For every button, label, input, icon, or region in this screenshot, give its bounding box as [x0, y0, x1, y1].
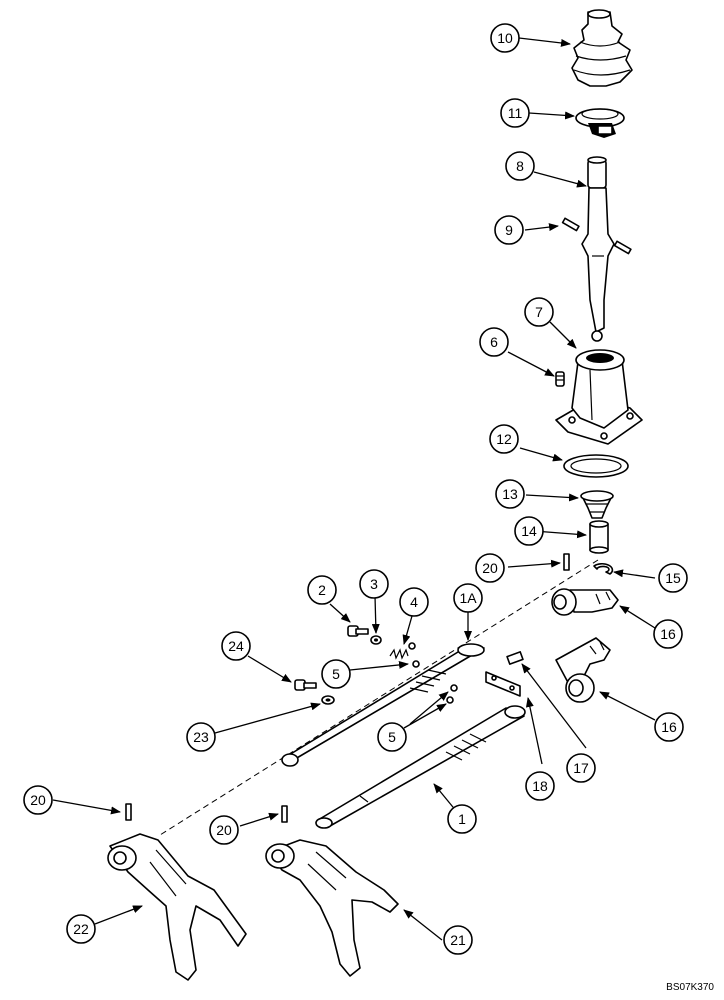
washer-part-3	[370, 635, 382, 645]
detent-screw-part	[506, 651, 524, 665]
bolt-part-24	[294, 679, 317, 691]
drawing-reference-code: BS07K370	[666, 982, 714, 993]
callout-24: 24	[221, 631, 251, 661]
spring-part-4	[389, 642, 416, 660]
callout-label: 5	[388, 729, 396, 745]
callout-20-upper: 20	[475, 553, 505, 583]
callout-10: 10	[490, 23, 520, 53]
callout-23: 23	[186, 722, 216, 752]
pin-part-middle	[281, 805, 288, 823]
callout-label: 22	[73, 921, 89, 937]
callout-label: 12	[496, 431, 512, 447]
callout-9: 9	[494, 215, 524, 245]
gasket-part	[563, 454, 629, 478]
bushing-part	[589, 520, 609, 554]
shift-fork-part-22	[107, 833, 247, 981]
callout-label: 16	[660, 626, 676, 642]
callout-7: 7	[524, 297, 554, 327]
callout-label: 20	[30, 792, 46, 808]
callout-label: 5	[332, 666, 340, 682]
set-screw-part	[555, 371, 565, 387]
callout-14: 14	[514, 516, 544, 546]
callout-label: 23	[193, 729, 209, 745]
boot-part	[571, 9, 633, 87]
small-boot-part	[580, 490, 614, 519]
callout-6: 6	[479, 327, 509, 357]
callout-label: 9	[505, 222, 513, 238]
callout-label: 17	[573, 760, 589, 776]
callout-1: 1	[447, 804, 477, 834]
callout-17: 17	[566, 753, 596, 783]
callout-3: 3	[359, 569, 389, 599]
callout-label: 2	[318, 582, 326, 598]
callout-22: 22	[66, 914, 96, 944]
callout-label: 24	[228, 638, 244, 654]
callout-15: 15	[658, 563, 688, 593]
pin-part-upper	[563, 553, 570, 571]
callout-12: 12	[489, 424, 519, 454]
selector-part-lower	[555, 637, 611, 703]
callout-20-left: 20	[23, 785, 53, 815]
callout-label: 7	[535, 304, 543, 320]
callout-18: 18	[525, 771, 555, 801]
selector-part-upper	[551, 588, 619, 616]
snap-ring-part	[593, 562, 614, 575]
callout-label: 11	[508, 105, 523, 121]
callout-label: 1	[458, 811, 466, 827]
callout-label: 15	[665, 570, 681, 586]
callout-label: 20	[482, 560, 498, 576]
washer-part-23	[321, 695, 335, 705]
ball-part-5-lower	[446, 684, 458, 704]
callout-5-lower: 5	[377, 722, 407, 752]
callout-16-lower: 16	[654, 712, 684, 742]
callout-label: 20	[216, 822, 232, 838]
lever-housing-part	[555, 349, 643, 445]
rail-part-1a	[281, 643, 485, 767]
ball-part-5-upper	[412, 660, 420, 668]
callout-2: 2	[307, 575, 337, 605]
callout-11: 11	[500, 98, 530, 128]
pin-part-left	[125, 803, 132, 821]
callout-label: 6	[490, 334, 498, 350]
explosion-axis	[159, 559, 599, 836]
callout-label: 16	[661, 719, 677, 735]
roll-pin-part	[561, 217, 632, 255]
callout-8: 8	[505, 151, 535, 181]
callout-label: 8	[516, 158, 524, 174]
callout-1a: 1A	[453, 583, 483, 613]
callout-20-middle: 20	[209, 815, 239, 845]
callout-label: 1A	[459, 590, 477, 606]
shift-fork-part-21	[265, 839, 399, 977]
rail-part-1	[315, 705, 526, 829]
callout-21: 21	[443, 925, 473, 955]
callout-5-upper: 5	[321, 659, 351, 689]
callout-4: 4	[399, 587, 429, 617]
callout-16-upper: 16	[653, 619, 683, 649]
shift-lever-part	[581, 156, 615, 342]
callout-label: 10	[497, 30, 513, 46]
callout-13: 13	[495, 479, 525, 509]
callout-label: 18	[532, 778, 548, 794]
plate-part	[485, 671, 521, 697]
callout-label: 13	[502, 486, 518, 502]
callout-label: 4	[410, 594, 418, 610]
callout-label: 14	[521, 523, 537, 539]
clamp-part	[575, 108, 625, 138]
callout-label: 3	[370, 576, 378, 592]
callout-label: 21	[450, 932, 466, 948]
bolt-part-2	[347, 625, 369, 637]
